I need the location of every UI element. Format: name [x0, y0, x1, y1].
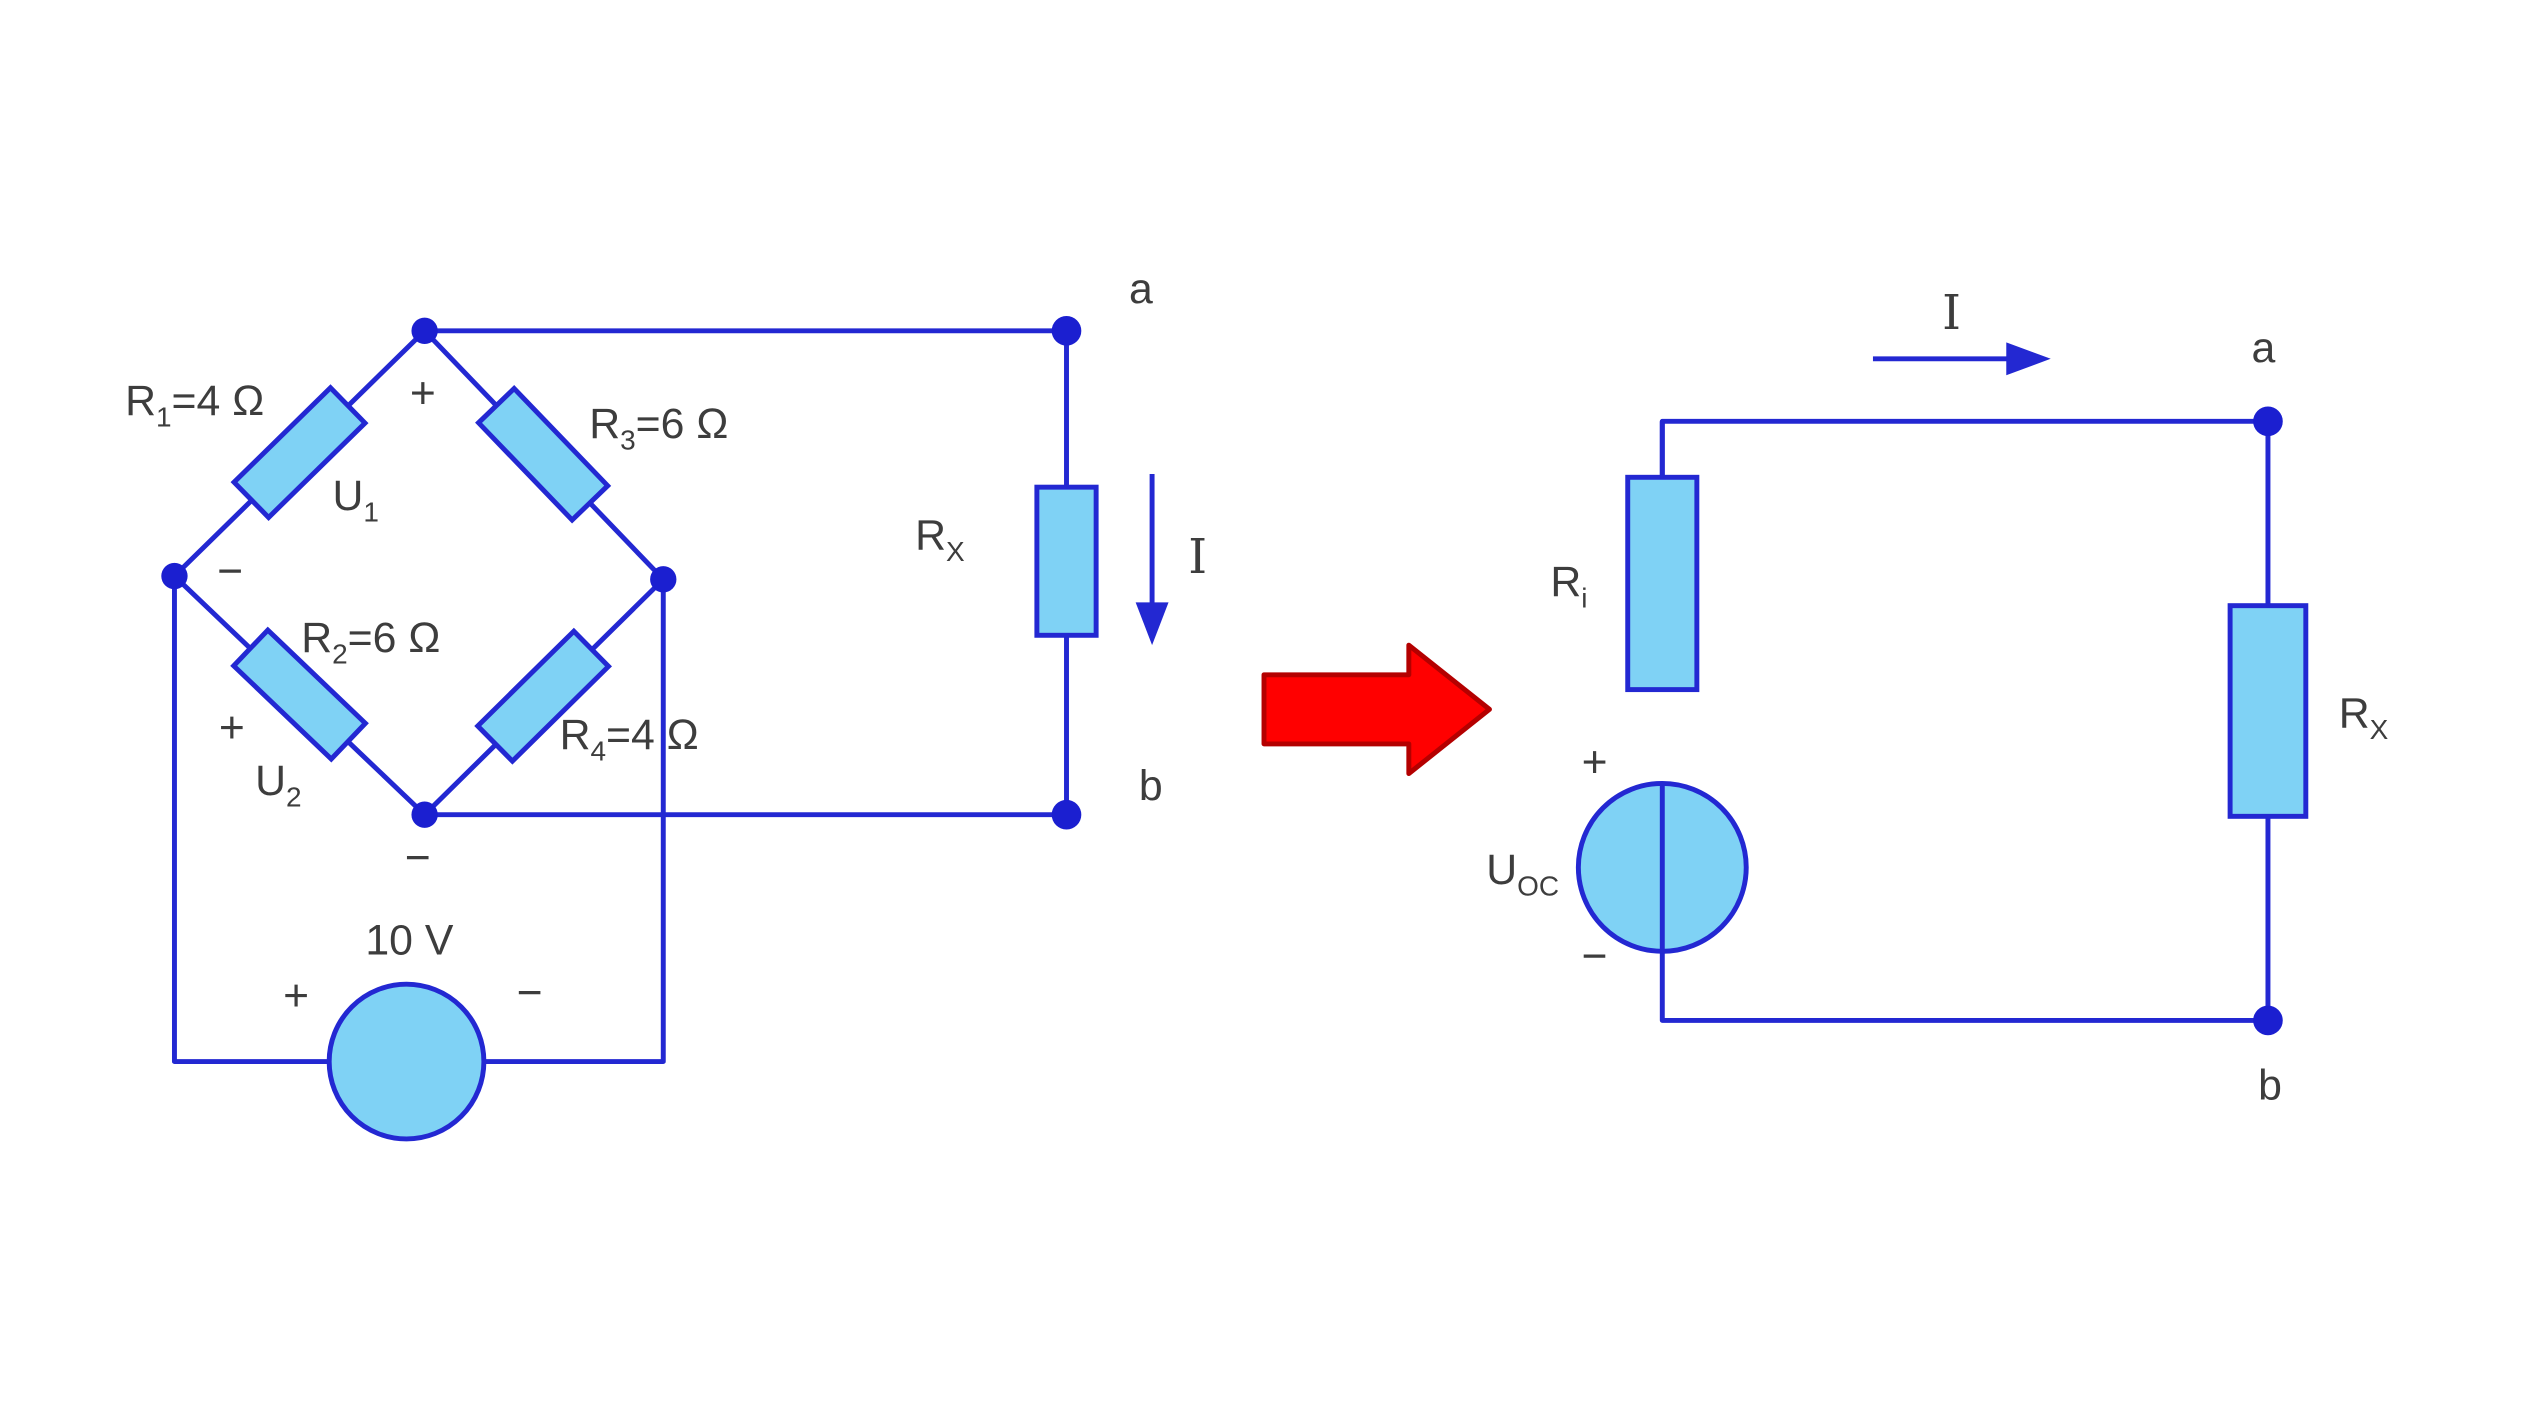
sources-group — [326, 780, 1749, 1142]
labels-group: R1=4 Ω R3=6 Ω R2=6 Ω R4=4 Ω U1 U2 + − + … — [125, 265, 2389, 1110]
voltage-source-10v — [326, 981, 487, 1142]
resistor-r1 — [230, 384, 369, 521]
resistors-group — [230, 384, 2309, 819]
label-r2: R2=6 Ω — [301, 614, 440, 670]
label-u2: U2 — [255, 757, 301, 813]
node-dot-bridge-top — [411, 317, 438, 344]
label-current-right: I — [1942, 286, 1961, 341]
label-source-minus: − — [517, 968, 543, 1017]
label-node-b-right: b — [2258, 1061, 2282, 1109]
wire-right-node-to-source — [483, 579, 666, 1065]
resistor-ri — [1625, 474, 1700, 693]
resistor-r3 — [475, 385, 612, 524]
label-source-plus: + — [283, 972, 309, 1021]
label-ri: Ri — [1550, 558, 1587, 614]
label-node-b-left: b — [1139, 762, 1163, 810]
label-rx-left: RX — [915, 512, 965, 568]
label-r4: R4=4 Ω — [560, 711, 699, 767]
label-source-10v: 10 V — [365, 917, 453, 965]
wires-group — [171, 328, 2271, 1065]
label-u1: U1 — [332, 472, 378, 528]
label-r1: R1=4 Ω — [125, 377, 264, 433]
resistor-r2 — [230, 626, 369, 763]
label-r3: R3=6 Ω — [589, 400, 728, 456]
current-arrowhead-right-icon — [2006, 342, 2051, 376]
resistor-r4 — [474, 627, 612, 765]
node-dot-a-left-circuit — [1051, 316, 1082, 346]
resistor-rx-left-circuit — [1034, 484, 1099, 638]
node-dot-b-left-circuit — [1051, 799, 1082, 830]
label-current-left: I — [1188, 530, 1207, 585]
current-arrowhead-down-icon — [1135, 602, 1169, 646]
label-node-a-right: a — [2251, 324, 2275, 372]
label-uoc-plus: + — [1582, 738, 1608, 787]
node-dots-group — [161, 316, 2283, 1036]
label-u2-minus: − — [405, 833, 431, 882]
label-u2-plus: + — [219, 703, 245, 752]
label-node-a-left: a — [1129, 265, 1153, 313]
transform-right-arrow-icon — [1261, 642, 1492, 777]
label-u1-plus: + — [410, 369, 436, 418]
resistor-rx-right-circuit — [2227, 603, 2309, 819]
thevenin-loop-wire — [1659, 418, 2271, 1023]
node-dot-bridge-left — [161, 562, 188, 590]
node-dot-b-right-circuit — [2253, 1005, 2283, 1036]
wire-left-node-to-source — [171, 576, 330, 1065]
label-u1-minus: − — [217, 547, 243, 596]
current-arrowheads-group — [1135, 342, 2051, 646]
node-dot-bridge-right — [650, 566, 677, 593]
label-uoc-minus: − — [1582, 932, 1608, 981]
label-uoc: UOC — [1486, 846, 1559, 902]
transform-arrow-group — [1261, 642, 1492, 777]
label-rx-right: RX — [2339, 689, 2389, 745]
node-dot-bridge-bottom — [411, 801, 438, 828]
node-dot-a-right-circuit — [2253, 406, 2283, 437]
